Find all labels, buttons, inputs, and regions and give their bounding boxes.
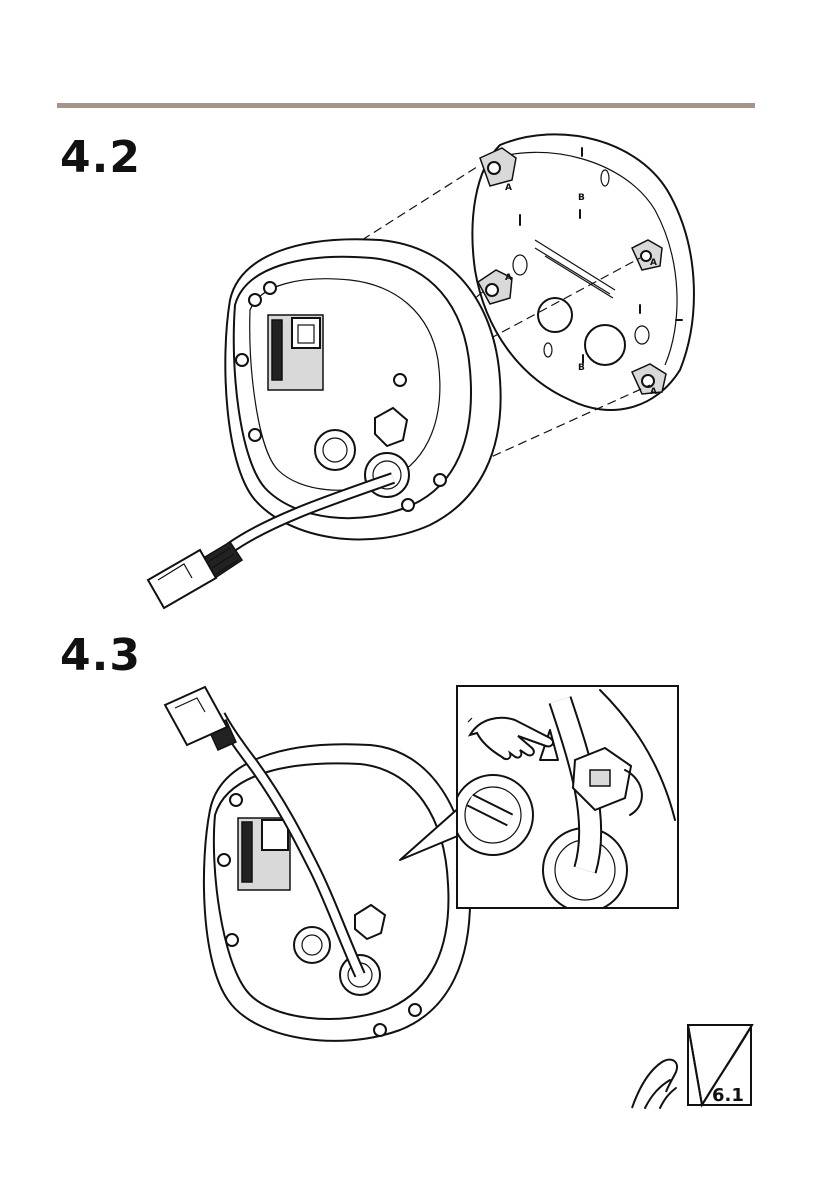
plate-label-a3: A [650, 258, 657, 268]
plate-label-a1: A [505, 183, 512, 193]
mounting-plate: A A A A B B [472, 134, 694, 410]
junction-box-wired [165, 687, 470, 1041]
plate-label-b2: B [578, 363, 585, 373]
page-reference: 6.1 [712, 1085, 744, 1106]
detail-callout [453, 686, 678, 912]
plate-label-a2: A [505, 273, 512, 283]
plate-label-b1: B [578, 193, 585, 203]
turn-page-icon: 6.1 [632, 1025, 752, 1108]
plate-label-a4: A [650, 387, 657, 397]
